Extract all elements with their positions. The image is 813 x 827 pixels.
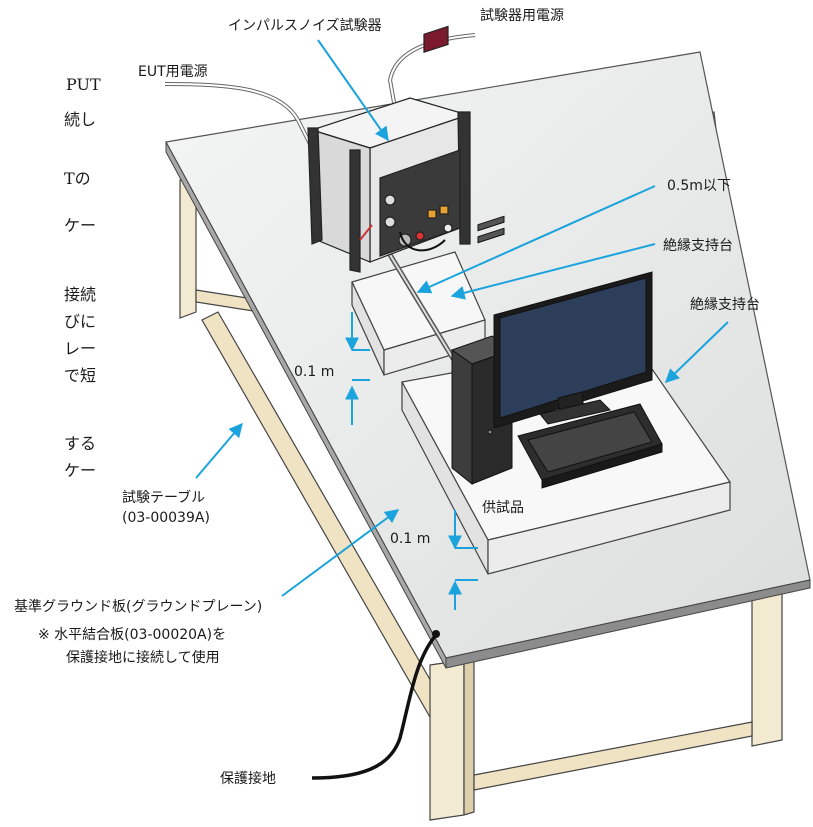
arrow-tester [317, 39, 389, 142]
table-leg-front-left [429, 659, 465, 821]
label-insulating-support-2: 絶縁支持台 [690, 297, 760, 313]
arrow-distance-1 [416, 185, 656, 294]
label-insulating-support-1: 絶縁支持台 [663, 238, 733, 254]
tester-display [423, 25, 449, 54]
monitor [493, 271, 653, 429]
keyboard [517, 403, 663, 489]
label-ground-plane-note-1: ※ 水平結合板(03-00020A)を [38, 627, 226, 643]
label-eut-power: EUT用電源 [138, 64, 208, 80]
side-text-9: する [64, 434, 96, 453]
tester-front-panel [379, 149, 461, 257]
table-rail-front [473, 721, 753, 791]
height-dimension-2 [448, 510, 478, 610]
label-test-table: 試験テーブル [122, 489, 205, 506]
label-distance-limit: 0.5m以下 [667, 178, 731, 194]
side-text-7: レー [64, 339, 96, 358]
label-impulse-noise-tester: インパルスノイズ試験器 [228, 18, 382, 34]
side-text-5: 接続 [64, 285, 96, 304]
table-top-left-edge [165, 141, 447, 669]
label-protective-earth: 保護接地 [220, 770, 276, 787]
side-text-6: びに [64, 312, 96, 331]
label-ground-plane-note-2: 保護接地に接続して使用 [66, 649, 220, 666]
label-height-1: 0.1 m [294, 364, 334, 380]
label-ground-plane: 基準グラウンド板(グラウンドプレーン) [14, 598, 262, 615]
power-cables [164, 33, 476, 149]
callout-arrows [195, 39, 729, 597]
labels: インパルスノイズ試験器 試験器用電源 EUT用電源 0.5m以下 絶縁支持台 絶… [14, 8, 760, 787]
table-leg-front-right [751, 583, 783, 747]
label-height-2: 0.1 m [390, 531, 430, 547]
impulse-noise-tester [307, 25, 471, 273]
arrow-ground-plane [281, 509, 400, 597]
side-text-8: で短 [64, 366, 96, 385]
label-test-table-code: (03-00039A) [122, 510, 210, 526]
side-text-1: PUT [66, 75, 101, 94]
side-text-4: ケー [64, 216, 96, 235]
side-text-10: ケー [64, 461, 96, 480]
arrow-table [195, 422, 243, 479]
side-text-3: Tの [64, 169, 91, 188]
arrow-support [664, 321, 729, 383]
height-dimension-1 [345, 312, 370, 425]
side-text-2: 続し [64, 110, 96, 129]
protective-earth-wire [311, 633, 438, 780]
monitor-screen [499, 277, 647, 419]
cropped-side-text: PUT 続し Tの ケー 接続 びに レー で短 する ケー [64, 75, 101, 480]
table-leg-front-left-side [463, 657, 475, 816]
label-eut: 供試品 [482, 500, 524, 516]
label-tester-power: 試験器用電源 [480, 8, 564, 24]
arrow-distance-2 [450, 243, 656, 300]
